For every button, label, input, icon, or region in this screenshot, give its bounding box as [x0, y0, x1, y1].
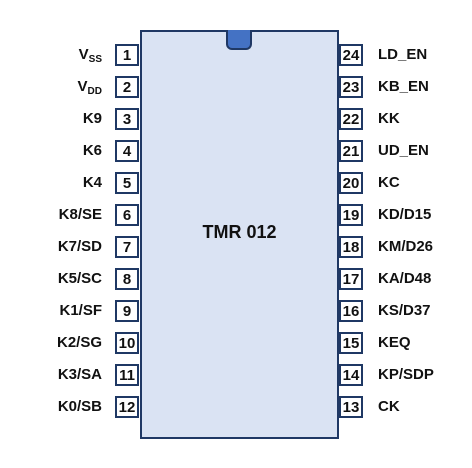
pin-signal-name: CK: [378, 398, 400, 415]
pin-label-17: KA/D48: [378, 268, 431, 290]
pin-signal-name: KEQ: [378, 334, 411, 351]
pin-signal-name: KD/D15: [378, 206, 432, 223]
pin-number-24: 24: [339, 44, 363, 66]
pin-number-6: 6: [115, 204, 139, 226]
pin-label-23: KB_EN: [378, 76, 429, 98]
pin-signal-subscript: SS: [88, 54, 102, 65]
pin-label-6: K8/SE: [59, 204, 102, 226]
pin-signal-name: K0/SB: [57, 398, 102, 415]
pin-label-3: K9: [83, 108, 102, 130]
pin-signal-name: KM/D26: [378, 238, 434, 255]
pin-label-14: KP/SDP: [378, 364, 434, 386]
pin-number-12: 12: [115, 396, 139, 418]
pin-label-12: K0/SB: [58, 396, 102, 418]
pin-label-19: KD/D15: [378, 204, 431, 226]
pin-number-17: 17: [339, 268, 363, 290]
pin-signal-name: K7/SD: [57, 238, 102, 255]
pin-signal-name: UD_EN: [378, 142, 429, 159]
pin-number-1: 1: [115, 44, 139, 66]
pin-signal-name: LD_EN: [378, 46, 428, 63]
pin-signal-name: V: [77, 78, 88, 95]
pin-signal-name: K1/SF: [59, 302, 102, 319]
pin-signal-name: K4: [82, 174, 102, 191]
pin-label-5: K4: [83, 172, 102, 194]
pin-signal-name: KP/SDP: [378, 366, 434, 383]
pin-number-7: 7: [115, 236, 139, 258]
pin-signal-name: K3/SA: [57, 366, 102, 383]
pin-number-3: 3: [115, 108, 139, 130]
pin-label-21: UD_EN: [378, 140, 429, 162]
pin-number-16: 16: [339, 300, 363, 322]
pin-signal-name: V: [78, 46, 89, 63]
pin-number-19: 19: [339, 204, 363, 226]
pin-signal-name: K6: [82, 142, 102, 159]
pin-signal-name: KS/D37: [378, 302, 431, 319]
pin-label-1: VSS: [79, 44, 102, 66]
pin-label-4: K6: [83, 140, 102, 162]
chip-notch: [226, 30, 252, 50]
pin-label-20: KC: [378, 172, 400, 194]
pin-number-15: 15: [339, 332, 363, 354]
pin-signal-name: KK: [378, 110, 400, 127]
pin-label-22: KK: [378, 108, 400, 130]
pin-label-7: K7/SD: [58, 236, 102, 258]
pin-number-23: 23: [339, 76, 363, 98]
pin-number-20: 20: [339, 172, 363, 194]
pin-label-13: CK: [378, 396, 400, 418]
pin-label-11: K3/SA: [58, 364, 102, 386]
pin-number-9: 9: [115, 300, 139, 322]
pin-signal-subscript: DD: [87, 86, 102, 97]
pin-number-11: 11: [115, 364, 139, 386]
pin-signal-name: K5/SC: [57, 270, 102, 287]
pin-label-10: K2/SG: [57, 332, 102, 354]
pin-signal-name: KB_EN: [378, 78, 429, 95]
pin-number-18: 18: [339, 236, 363, 258]
pin-number-22: 22: [339, 108, 363, 130]
pin-label-18: KM/D26: [378, 236, 433, 258]
pin-number-8: 8: [115, 268, 139, 290]
pin-number-2: 2: [115, 76, 139, 98]
pin-label-2: VDD: [78, 76, 102, 98]
pin-label-24: LD_EN: [378, 44, 427, 66]
pin-signal-name: K8/SE: [58, 206, 102, 223]
pin-number-21: 21: [339, 140, 363, 162]
pin-number-14: 14: [339, 364, 363, 386]
pin-signal-name: KA/D48: [378, 270, 432, 287]
pin-number-5: 5: [115, 172, 139, 194]
pin-signal-name: K2/SG: [56, 334, 102, 351]
pin-signal-name: K9: [82, 110, 102, 127]
pin-signal-name: KC: [378, 174, 400, 191]
pin-label-8: K5/SC: [58, 268, 102, 290]
pin-number-4: 4: [115, 140, 139, 162]
pin-number-13: 13: [339, 396, 363, 418]
pin-label-16: KS/D37: [378, 300, 431, 322]
pin-label-9: K1/SF: [59, 300, 102, 322]
chip-label: TMR 012: [202, 222, 277, 242]
chip-body: [140, 30, 339, 439]
pin-label-15: KEQ: [378, 332, 411, 354]
pin-number-10: 10: [115, 332, 139, 354]
